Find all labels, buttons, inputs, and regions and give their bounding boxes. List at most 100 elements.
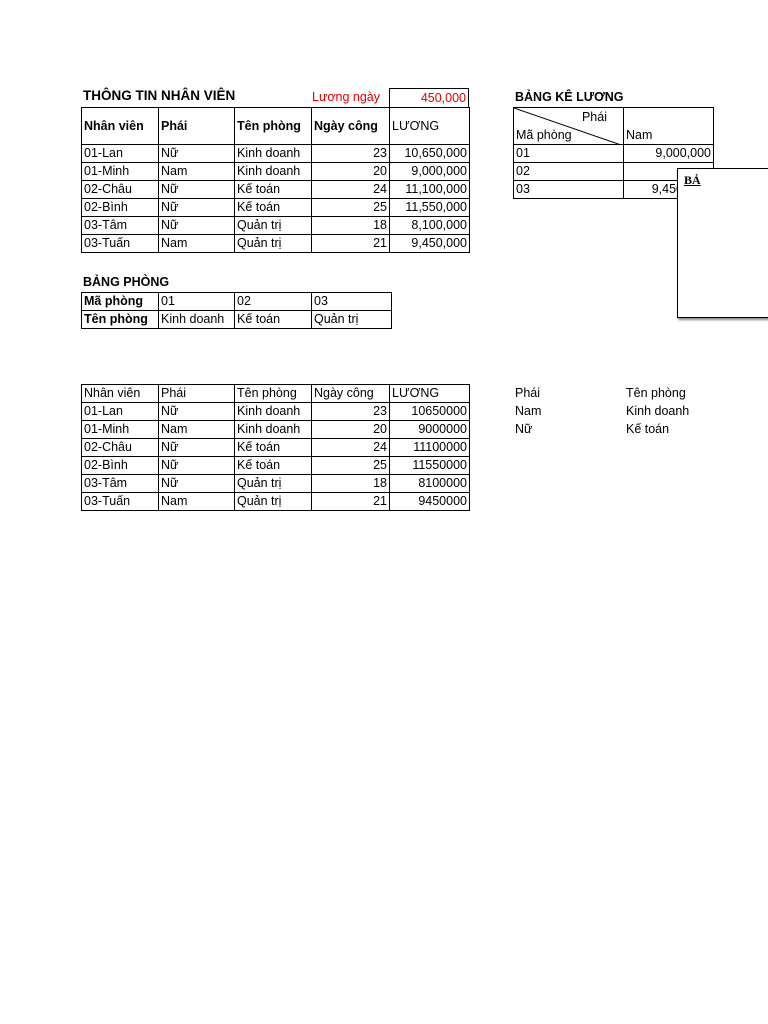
daily-wage-value[interactable]: 450,000 xyxy=(389,88,469,108)
row-label-cell[interactable]: Mã phòng xyxy=(81,292,159,311)
cell[interactable]: Nữ xyxy=(158,474,235,493)
cell[interactable]: 03-Tuấn xyxy=(81,234,159,253)
header-cell[interactable]: Ngày công xyxy=(311,384,390,403)
cell[interactable]: 24 xyxy=(311,180,390,199)
header-cell[interactable]: Ngày công xyxy=(311,107,390,145)
cell[interactable]: Nữ xyxy=(158,180,235,199)
cell[interactable]: 02-Bình xyxy=(81,198,159,217)
table-row: 03-Tâm Nữ Quản trị 18 8,100,000 xyxy=(81,216,470,235)
cell[interactable]: 9,000,000 xyxy=(623,144,714,163)
row-label-cell[interactable]: Tên phòng xyxy=(81,310,159,329)
cell[interactable]: Quản trị xyxy=(311,310,392,329)
table-row: 01-Lan Nữ Kinh doanh 23 10,650,000 xyxy=(81,144,470,163)
cell[interactable]: 21 xyxy=(311,234,390,253)
cell[interactable]: Nam xyxy=(158,162,235,181)
cell[interactable]: 11100000 xyxy=(389,438,470,457)
cell[interactable]: Kinh doanh xyxy=(234,420,312,439)
cell[interactable]: 01-Minh xyxy=(81,162,159,181)
cell[interactable]: Nữ xyxy=(158,216,235,235)
cell[interactable]: 9,000,000 xyxy=(389,162,470,181)
cell[interactable]: 11,550,000 xyxy=(389,198,470,217)
cell[interactable]: 20 xyxy=(311,420,390,439)
cell[interactable]: Kế toán xyxy=(234,310,312,329)
diagonal-header-cell[interactable]: Phái Mã phòng xyxy=(513,107,624,145)
cell[interactable]: Kế toán xyxy=(234,198,312,217)
cell[interactable]: 20 xyxy=(311,162,390,181)
cell[interactable]: Nam xyxy=(158,420,235,439)
cell[interactable]: 02 xyxy=(513,162,624,181)
cell[interactable]: Quản trị xyxy=(234,216,312,235)
cell[interactable]: 18 xyxy=(311,474,390,493)
cell[interactable]: 21 xyxy=(311,492,390,511)
cell[interactable]: 02-Bình xyxy=(81,456,159,475)
cell[interactable]: 01-Lan xyxy=(81,144,159,163)
cell[interactable]: Nữ xyxy=(158,144,235,163)
table-row: 02-Bình Nữ Kế toán 25 11550000 xyxy=(81,456,470,475)
cell[interactable]: Nữ xyxy=(158,456,235,475)
cell[interactable]: 9450000 xyxy=(389,492,470,511)
cell[interactable]: 10,650,000 xyxy=(389,144,470,163)
cell[interactable]: Nữ xyxy=(515,421,533,436)
cell[interactable]: 02-Châu xyxy=(81,180,159,199)
cell[interactable]: 24 xyxy=(311,438,390,457)
table-row: Nam Kinh doanh xyxy=(513,402,713,420)
cell[interactable]: 01-Minh xyxy=(81,420,159,439)
cell[interactable]: 03-Tâm xyxy=(81,216,159,235)
header-cell[interactable]: Tên phòng xyxy=(234,384,312,403)
cell[interactable]: Quản trị xyxy=(234,234,312,253)
cell[interactable]: Kinh doanh xyxy=(158,310,235,329)
cell[interactable]: 18 xyxy=(311,216,390,235)
cell[interactable]: Kế toán xyxy=(234,180,312,199)
diag-top-label: Phái xyxy=(581,110,607,124)
cell[interactable]: 10650000 xyxy=(389,402,470,421)
cell[interactable]: 23 xyxy=(311,402,390,421)
cell[interactable]: 03 xyxy=(311,292,392,311)
cell[interactable]: Kinh doanh xyxy=(234,162,312,181)
cell[interactable]: 03-Tâm xyxy=(81,474,159,493)
cell[interactable]: Nữ xyxy=(158,198,235,217)
cell[interactable]: 02 xyxy=(234,292,312,311)
header-cell[interactable]: Tên phòng xyxy=(234,107,312,145)
cell[interactable]: Kinh doanh xyxy=(626,403,690,418)
header-cell[interactable]: LƯƠNG xyxy=(389,107,470,145)
cell[interactable]: 03-Tuấn xyxy=(81,492,159,511)
table-row: 02-Châu Nữ Kế toán 24 11,100,000 xyxy=(81,180,470,199)
cell[interactable]: Nam xyxy=(515,403,542,418)
cell[interactable]: 03 xyxy=(513,180,624,199)
criteria-header-cell[interactable]: Phái xyxy=(515,385,541,400)
cell[interactable]: Kinh doanh xyxy=(234,402,312,421)
cell[interactable]: 8100000 xyxy=(389,474,470,493)
header-cell[interactable]: Nhân viên xyxy=(81,107,159,145)
cell[interactable]: Nữ xyxy=(158,438,235,457)
cell[interactable]: Nữ xyxy=(158,402,235,421)
cell[interactable]: Kế toán xyxy=(626,421,670,436)
cell[interactable]: 11550000 xyxy=(389,456,470,475)
cell[interactable]: 9,450,000 xyxy=(389,234,470,253)
table-row: 01-Minh Nam Kinh doanh 20 9000000 xyxy=(81,420,470,439)
cell[interactable]: 8,100,000 xyxy=(389,216,470,235)
cell[interactable]: Kế toán xyxy=(234,456,312,475)
cell[interactable]: 25 xyxy=(311,456,390,475)
cell[interactable]: Nam xyxy=(158,492,235,511)
criteria-header-cell[interactable]: Tên phòng xyxy=(626,385,686,400)
cell[interactable]: 25 xyxy=(311,198,390,217)
cell[interactable]: Quản trị xyxy=(234,474,312,493)
cell[interactable]: Quản trị xyxy=(234,492,312,511)
cell[interactable]: 11,100,000 xyxy=(389,180,470,199)
header-cell[interactable]: Phái xyxy=(158,107,235,145)
cell[interactable]: 02-Châu xyxy=(81,438,159,457)
header-cell[interactable]: LƯƠNG xyxy=(389,384,470,403)
cell[interactable]: 01 xyxy=(513,144,624,163)
cell[interactable]: 23 xyxy=(311,144,390,163)
cell[interactable]: Nam xyxy=(158,234,235,253)
cell[interactable]: Kế toán xyxy=(234,438,312,457)
header-cell[interactable]: Phái xyxy=(158,384,235,403)
floating-text-box[interactable]: BẢ xyxy=(677,168,768,318)
cell[interactable]: 01 xyxy=(158,292,235,311)
table-row: 01-Lan Nữ Kinh doanh 23 10650000 xyxy=(81,402,470,421)
cell[interactable]: Kinh doanh xyxy=(234,144,312,163)
header-cell[interactable]: Nhân viên xyxy=(81,384,159,403)
cell[interactable]: 01-Lan xyxy=(81,402,159,421)
header-cell[interactable]: Nam xyxy=(623,107,714,145)
cell[interactable]: 9000000 xyxy=(389,420,470,439)
